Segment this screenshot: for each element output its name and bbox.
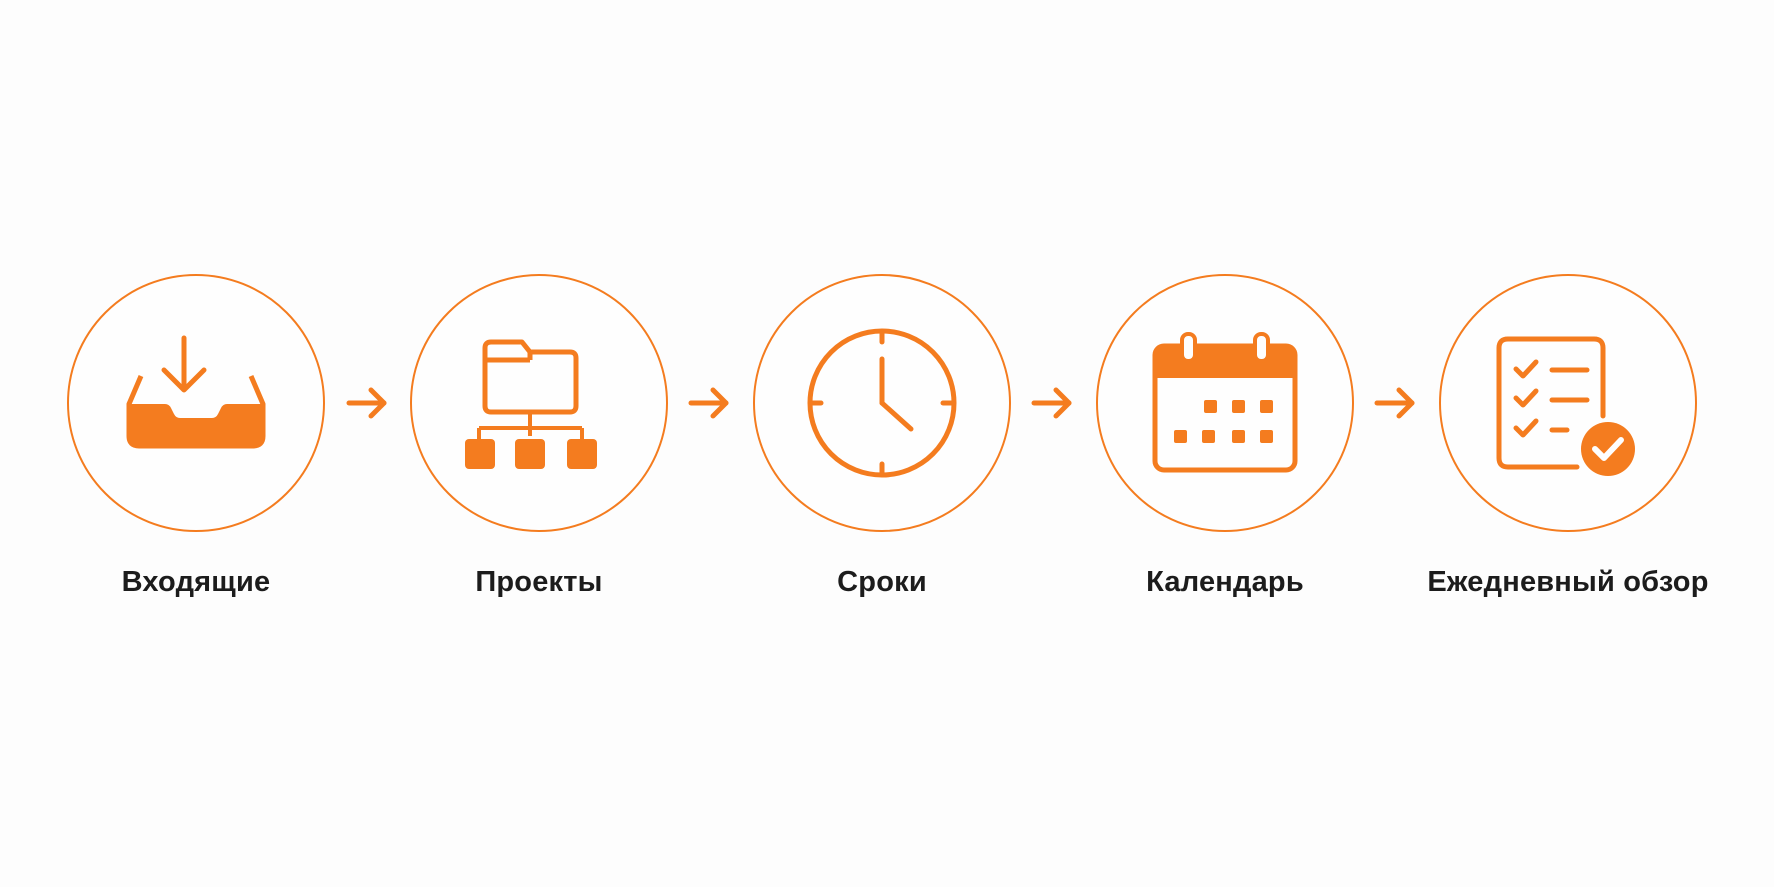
step-circle — [753, 274, 1011, 532]
step-circle — [1439, 274, 1697, 532]
step-projects: Проекты — [410, 274, 668, 598]
inbox-tray-icon — [126, 335, 266, 449]
step-label: Проекты — [475, 566, 603, 598]
step-deadlines: Сроки — [753, 274, 1011, 598]
calendar-icon — [1152, 332, 1298, 473]
step-daily-review: Ежедневный обзор — [1427, 274, 1708, 598]
step-label: Ежедневный обзор — [1427, 566, 1709, 598]
step-inbox: Входящие — [67, 274, 325, 598]
step-label: Календарь — [1146, 566, 1304, 598]
step-circle — [410, 274, 668, 532]
checklist-review-icon — [1496, 336, 1635, 476]
step-label: Сроки — [837, 566, 927, 598]
folder-hierarchy-icon — [465, 339, 597, 469]
step-circle — [1096, 274, 1354, 532]
step-circle — [67, 274, 325, 532]
arrow-right-icon — [688, 387, 729, 419]
arrow-right-icon — [1374, 387, 1415, 419]
step-label: Входящие — [121, 566, 271, 598]
arrow-right-icon — [346, 387, 387, 419]
clock-icon — [807, 328, 957, 478]
arrow-right-icon — [1031, 387, 1072, 419]
step-calendar: Календарь — [1096, 274, 1354, 598]
